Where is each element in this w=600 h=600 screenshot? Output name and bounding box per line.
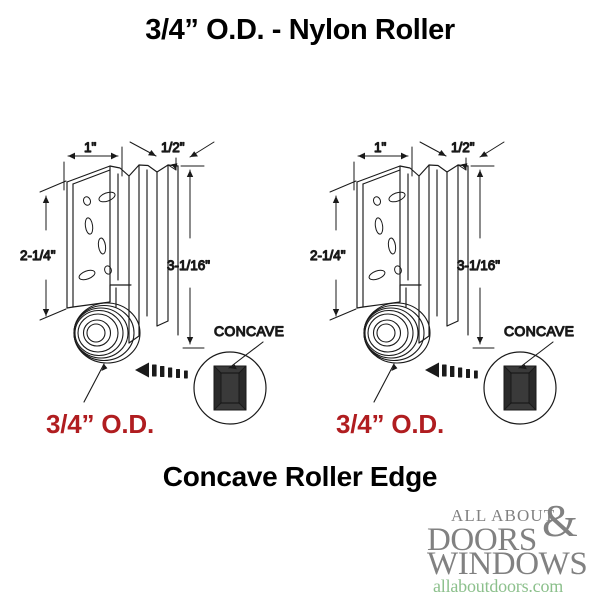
dimension-label-left-height: 2-1/4" xyxy=(20,248,56,263)
dimension-left-height xyxy=(329,180,357,321)
dimension-label-top-right: 1/2" xyxy=(161,140,185,155)
od-leader-line xyxy=(373,363,398,403)
page-title: 3/4” O.D. - Nylon Roller xyxy=(145,14,455,46)
dimension-label-top-left: 1" xyxy=(84,140,97,155)
concave-profile-shape xyxy=(213,365,247,411)
dimension-label-top-right: 1/2" xyxy=(451,140,475,155)
page-subtitle: Concave Roller Edge xyxy=(162,461,438,492)
logo-line-all-about: ALL ABOUT xyxy=(451,506,555,525)
dimension-right-height xyxy=(470,165,495,349)
bracket-body xyxy=(66,164,179,344)
dimension-top-right xyxy=(129,141,215,171)
dimension-top-left xyxy=(353,146,413,191)
od-callout-left: 3/4” O.D. xyxy=(46,409,155,439)
concave-profile-shape xyxy=(503,365,537,411)
dimension-left-height xyxy=(39,180,67,321)
concave-detail-inset xyxy=(193,341,267,425)
dimension-top-left xyxy=(63,146,123,191)
roller-wheel xyxy=(363,302,431,364)
dimension-label-right-height: 3-1/16" xyxy=(457,258,500,273)
od-leader-line xyxy=(83,363,108,403)
roller-diagram-left: 1" 1/2" xyxy=(18,130,308,460)
detail-arrow xyxy=(135,362,188,379)
dimension-right-height xyxy=(180,165,205,349)
od-callout-right: 3/4” O.D. xyxy=(336,409,445,439)
concave-detail-label: CONCAVE xyxy=(504,323,574,339)
logo-line-doors: DOORS xyxy=(427,522,537,558)
bracket-holes xyxy=(368,191,406,281)
roller-wheel xyxy=(73,302,141,364)
bracket-body xyxy=(356,164,469,344)
company-logo: ALL ABOUT DOORS & WINDOWS allaboutdoors.… xyxy=(396,495,592,596)
logo-url: allaboutdoors.com xyxy=(433,576,563,596)
dimension-label-right-height: 3-1/16" xyxy=(167,258,210,273)
dimension-label-left-height: 2-1/4" xyxy=(310,248,346,263)
dimension-top-right xyxy=(419,141,505,171)
dimension-label-top-left: 1" xyxy=(374,140,387,155)
roller-diagram-right: 1" 1/2" xyxy=(308,130,598,460)
concave-detail-inset xyxy=(483,341,557,425)
bracket-holes xyxy=(78,191,116,281)
concave-detail-label: CONCAVE xyxy=(214,323,284,339)
logo-ampersand: & xyxy=(542,495,578,546)
logo-line-windows: WINDOWS xyxy=(427,546,587,582)
detail-arrow xyxy=(425,362,478,379)
